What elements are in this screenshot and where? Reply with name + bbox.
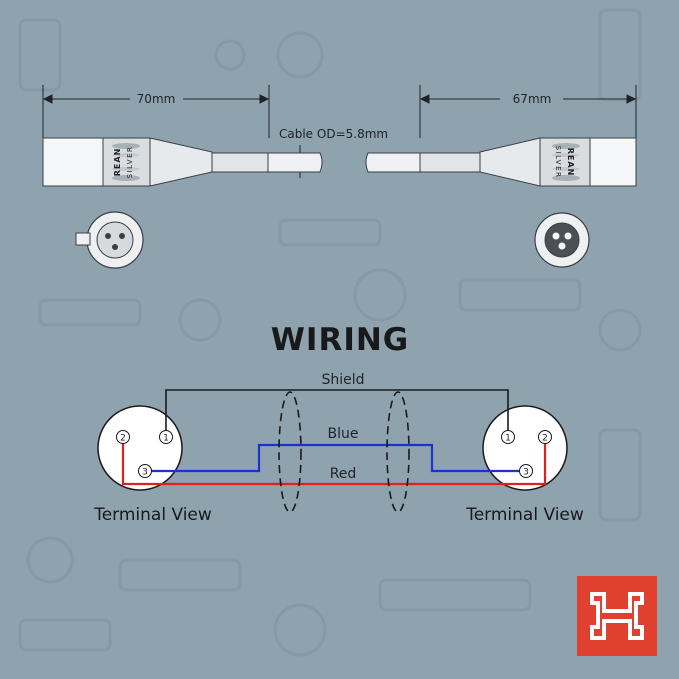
left-pin-2: 2 bbox=[116, 430, 130, 444]
svg-text:2: 2 bbox=[542, 434, 548, 444]
left-end-view bbox=[75, 211, 144, 269]
right-pin-3: 3 bbox=[519, 464, 533, 478]
right-terminal-caption: Terminal View bbox=[465, 505, 584, 525]
hosa-logo-icon bbox=[577, 576, 657, 656]
right-end-view bbox=[534, 212, 590, 268]
svg-text:REAN: REAN bbox=[113, 148, 122, 177]
svg-text:1: 1 bbox=[505, 434, 511, 444]
svg-text:1: 1 bbox=[163, 434, 169, 444]
left-shield-braid bbox=[278, 391, 302, 513]
blue-label: Blue bbox=[328, 426, 359, 442]
left-xlr-connector bbox=[42, 137, 323, 187]
right-pin-1: 1 bbox=[501, 430, 515, 444]
left-terminal-caption: Terminal View bbox=[93, 505, 212, 525]
left-terminal bbox=[97, 405, 183, 491]
right-pin-2: 2 bbox=[538, 430, 552, 444]
left-pin-3: 3 bbox=[138, 464, 152, 478]
right-shield-braid bbox=[386, 391, 410, 513]
left-dimension bbox=[42, 85, 270, 138]
wiring-title: WIRING bbox=[271, 322, 410, 358]
background-pattern bbox=[18, 8, 642, 657]
shield-wire bbox=[165, 389, 509, 437]
svg-text:SILVER: SILVER bbox=[554, 146, 562, 179]
left-pin-1: 1 bbox=[159, 430, 173, 444]
left-brand-label: REAN SILVER bbox=[113, 146, 134, 179]
red-label: Red bbox=[330, 466, 357, 482]
left-length-label: 70mm bbox=[137, 92, 176, 106]
cable-od-label: Cable OD=5.8mm bbox=[279, 127, 388, 141]
svg-text:2: 2 bbox=[120, 434, 126, 444]
red-wire bbox=[121, 440, 547, 486]
right-xlr-connector bbox=[365, 137, 637, 187]
svg-text:SILVER: SILVER bbox=[126, 146, 134, 179]
svg-text:3: 3 bbox=[142, 468, 148, 478]
right-dimension bbox=[419, 85, 637, 138]
shield-label: Shield bbox=[321, 372, 364, 388]
svg-text:REAN: REAN bbox=[566, 148, 575, 177]
blue-wire bbox=[146, 443, 520, 473]
right-brand-label: REAN SILVER bbox=[554, 146, 575, 179]
svg-text:3: 3 bbox=[523, 468, 529, 478]
right-length-label: 67mm bbox=[513, 92, 552, 106]
